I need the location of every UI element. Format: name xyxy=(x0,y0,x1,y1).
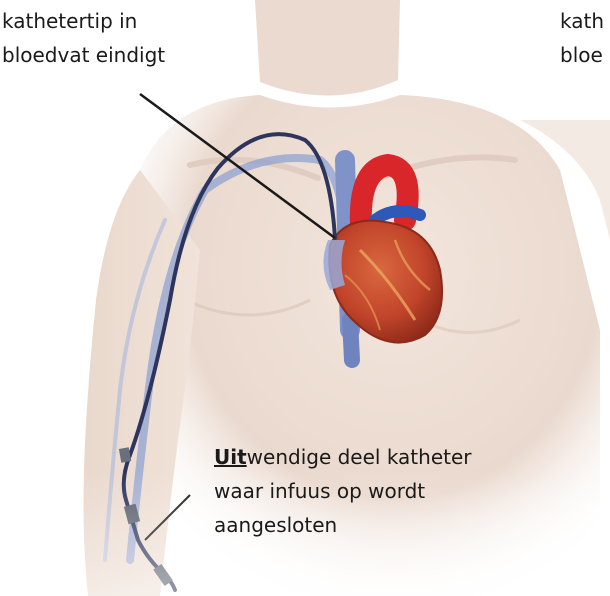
label-catheter-tip-cropped: kath bloe xyxy=(560,4,604,72)
label-catheter-tip: kathetertip in bloedvat eindigt xyxy=(2,4,165,72)
label-catheter-tip-line2: bloedvat eindigt xyxy=(2,38,165,72)
vena-cava-lower xyxy=(350,320,352,360)
label-external-line3: aangesloten xyxy=(214,508,472,542)
label-external-catheter: Uitwendige deel katheter waar infuus op … xyxy=(214,440,472,542)
label-external-line1: Uitwendige deel katheter xyxy=(214,440,472,474)
label-external-rest: wendige deel katheter xyxy=(247,445,472,469)
label-catheter-tip-cropped-line1: kath xyxy=(560,4,604,38)
neck-shape xyxy=(255,0,400,96)
label-external-underlined: Uit xyxy=(214,445,247,469)
label-external-line2: waar infuus op wordt xyxy=(214,474,472,508)
label-catheter-tip-line1: kathetertip in xyxy=(2,4,165,38)
label-catheter-tip-cropped-line2: bloe xyxy=(560,38,604,72)
